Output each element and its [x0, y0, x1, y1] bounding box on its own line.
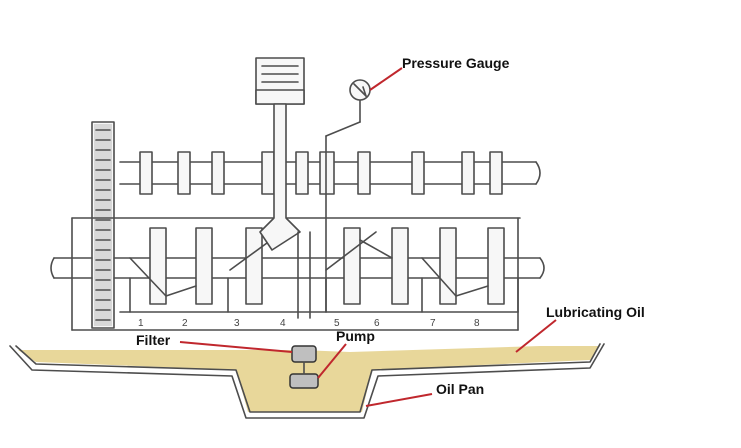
camshaft — [119, 151, 541, 195]
cylinder-number: 1 — [138, 318, 144, 329]
pressure-gauge-label: Pressure Gauge — [402, 55, 510, 71]
oil-pan-label: Oil Pan — [436, 381, 484, 397]
cylinder-number: 2 — [182, 318, 188, 329]
pressure-gauge-leader — [369, 67, 403, 91]
pump-leader — [317, 343, 347, 379]
flywheel — [91, 121, 115, 329]
filter-leader — [179, 341, 293, 353]
cylinder-number: 7 — [430, 318, 436, 329]
oil-gallery — [325, 79, 371, 313]
pump-label: Pump — [336, 328, 375, 344]
cylinder-number: 8 — [474, 318, 480, 329]
cylinder-numbers: 1 2 3 4 5 6 7 8 — [138, 318, 480, 329]
leader-lines — [179, 67, 557, 407]
piston-assembly — [255, 57, 311, 319]
oil-pan-leader — [365, 393, 433, 407]
cylinder-number: 6 — [374, 318, 380, 329]
lubricating-oil-leader — [515, 319, 557, 353]
lubricating-oil-label: Lubricating Oil — [546, 304, 645, 320]
cylinder-number: 5 — [334, 318, 340, 329]
filter-pump — [289, 345, 319, 389]
cylinder-number: 3 — [234, 318, 240, 329]
filter-icon — [291, 345, 317, 363]
cylinder-number: 4 — [280, 318, 286, 329]
filter-label: Filter — [136, 332, 171, 348]
pump-icon — [289, 373, 319, 389]
